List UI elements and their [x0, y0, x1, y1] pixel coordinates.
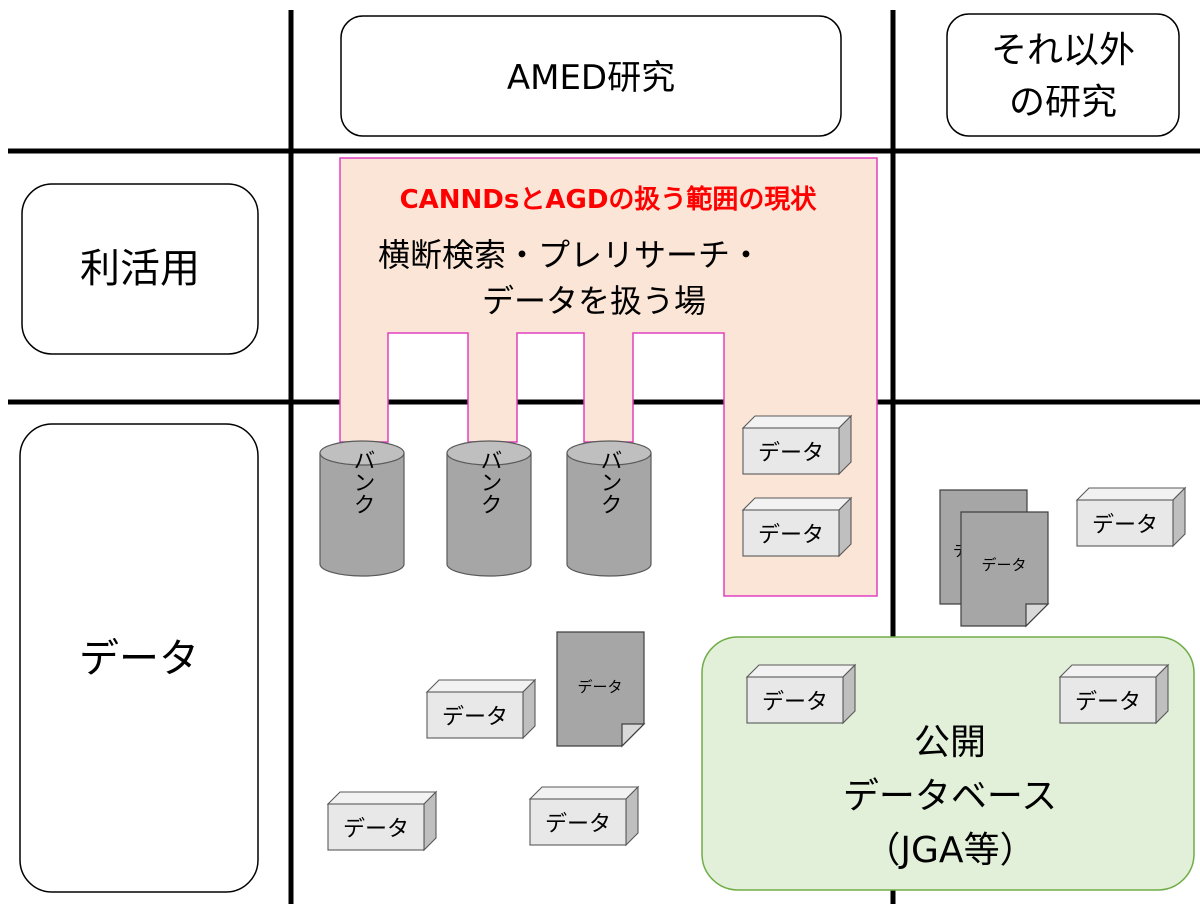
public-database: データ データ 公開 データベース （JGA等）	[701, 636, 1195, 891]
row-header-utilization-label: 利活用	[80, 246, 200, 292]
data-box-2: データ	[741, 496, 853, 558]
data-doc-front-label: データ	[981, 556, 1026, 574]
row-header-data-label: データ	[79, 636, 199, 682]
bank-label-3: バンク	[597, 449, 622, 515]
public-db-title-line-1: 公開	[914, 722, 986, 763]
scope-desc-line-1: 横断検索・プレリサーチ・	[378, 236, 762, 274]
column-header-other-label-2: の研究	[1009, 82, 1117, 123]
bank-label-2: バンク	[477, 449, 502, 515]
data-box-label-3: データ	[1092, 513, 1158, 538]
scope-title: CANNDsとAGDの扱う範囲の現状	[400, 184, 818, 215]
column-header-other-label-1: それ以外	[991, 30, 1135, 71]
data-box-5: データ	[326, 790, 438, 852]
data-box-3: データ	[1075, 486, 1187, 548]
column-header-other: それ以外 の研究	[946, 13, 1180, 137]
data-box-label-4: データ	[442, 705, 508, 730]
row-header-data: データ	[19, 423, 259, 893]
row-header-utilization: 利活用	[21, 183, 259, 355]
data-box-4: データ	[425, 678, 537, 740]
public-db-title-line-3: （JGA等）	[864, 830, 1035, 871]
column-header-amed: AMED研究	[340, 15, 842, 137]
public-db-data-box-2: データ	[1058, 663, 1170, 725]
bank-cylinder-1: バンク	[319, 440, 405, 577]
public-db-data-box-1: データ	[745, 663, 857, 725]
scope-area: CANNDsとAGDの扱う範囲の現状 横断検索・プレリサーチ・ データを扱う場	[339, 157, 878, 597]
data-doc-middle: データ	[556, 631, 646, 748]
column-header-amed-label: AMED研究	[507, 58, 675, 98]
data-box-1: データ	[741, 414, 853, 476]
data-box-label-2: データ	[758, 523, 824, 548]
public-db-data-label-1: データ	[762, 690, 828, 715]
public-db-title-line-2: データベース	[843, 776, 1057, 817]
data-box-6: データ	[528, 785, 640, 847]
data-box-label-5: データ	[343, 817, 409, 842]
data-box-label-6: データ	[545, 812, 611, 837]
data-box-label-1: データ	[758, 441, 824, 466]
bank-cylinder-2: バンク	[446, 440, 532, 577]
scope-desc-line-2: データを扱う場	[482, 282, 706, 320]
public-db-data-label-2: データ	[1075, 690, 1141, 715]
bank-label-1: バンク	[350, 449, 375, 515]
data-doc-middle-label: データ	[577, 678, 622, 696]
data-doc-front: データ	[960, 511, 1050, 628]
scope-area-shape	[339, 157, 878, 597]
bank-cylinder-3: バンク	[566, 440, 652, 577]
